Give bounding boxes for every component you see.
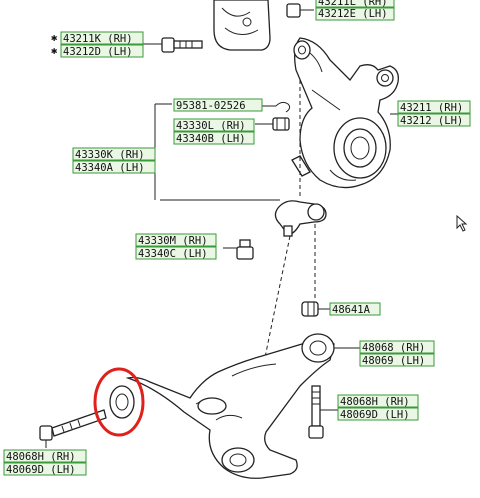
svg-text:48069D (LH): 48069D (LH): [6, 464, 76, 476]
svg-text:43211L (RH): 43211L (RH): [318, 0, 388, 8]
svg-text:43211K (RH): 43211K (RH): [63, 33, 133, 45]
label-95381: 95381-02526: [173, 98, 263, 112]
label-43211L: 43211L (RH): [315, 0, 395, 8]
svg-text:43330L (RH): 43330L (RH): [176, 120, 246, 132]
label-43211: 43211 (RH): [397, 100, 471, 114]
svg-text:43212E (LH): 43212E (LH): [318, 8, 388, 20]
svg-text:48068 (RH): 48068 (RH): [362, 342, 425, 354]
ball-joint-part: [160, 199, 327, 237]
label-48068H-right: 48068H (RH): [337, 394, 419, 408]
svg-text:48641A: 48641A: [332, 304, 371, 316]
svg-text:43330M (RH): 43330M (RH): [138, 235, 208, 247]
label-43330L: 43330L (RH): [173, 118, 255, 132]
front-bushing-part: [109, 385, 135, 419]
top-nut-part: [286, 3, 314, 18]
label-43212E: 43212E (LH): [315, 7, 395, 21]
mouse-pointer-icon: [456, 214, 468, 232]
label-43340B: 43340B (LH): [173, 131, 255, 145]
label-48069D-right: 48069D (LH): [337, 407, 419, 421]
label-43330M: 43330M (RH): [135, 233, 217, 247]
star-marker-1: ✱: [51, 32, 58, 44]
svg-text:48069D (LH): 48069D (LH): [340, 409, 410, 421]
label-48069: 48069 (LH): [359, 353, 435, 367]
upper-bracket-part: [213, 0, 271, 51]
label-48068H-left: 48068H (RH): [3, 449, 87, 463]
label-43212D: 43212D (LH): [60, 44, 144, 58]
alignment-line-2: [261, 235, 291, 373]
label-48068: 48068 (RH): [359, 340, 435, 354]
label-43340C: 43340C (LH): [135, 246, 217, 260]
label-48641A: 48641A: [329, 302, 381, 316]
svg-text:43340C (LH): 43340C (LH): [138, 248, 208, 260]
horizontal-bolt-part: [39, 409, 107, 448]
svg-text:48068H (RH): 48068H (RH): [340, 396, 410, 408]
label-48069D-left: 48069D (LH): [3, 462, 87, 476]
castle-nut-part: [255, 117, 290, 131]
label-43340A: 43340A (LH): [72, 160, 156, 174]
svg-text:43340B (LH): 43340B (LH): [176, 133, 246, 145]
svg-text:43340A (LH): 43340A (LH): [75, 162, 145, 174]
star-marker-2: ✱: [51, 45, 58, 57]
label-43211K: 43211K (RH): [60, 31, 144, 45]
svg-text:43212D (LH): 43212D (LH): [63, 46, 133, 58]
svg-text:43211 (RH): 43211 (RH): [400, 102, 463, 114]
svg-text:48068H (RH): 48068H (RH): [6, 451, 76, 463]
svg-text:48069 (LH): 48069 (LH): [362, 355, 425, 367]
svg-text:43330K (RH): 43330K (RH): [75, 149, 145, 161]
rear-bushing-part: [301, 333, 360, 363]
vertical-bolt-part: [308, 385, 338, 439]
lower-nut-part: [301, 301, 330, 317]
cotter-pin-part: [262, 101, 291, 113]
highlight-circle: [93, 367, 145, 437]
label-43212: 43212 (LH): [397, 113, 471, 127]
svg-text:43212 (LH): 43212 (LH): [400, 115, 463, 127]
svg-text:95381-02526: 95381-02526: [176, 100, 246, 112]
label-43330K: 43330K (RH): [72, 147, 156, 161]
upper-left-bolt-part: [142, 37, 203, 53]
steering-knuckle-part: [291, 37, 399, 189]
lower-control-arm-part: [125, 339, 335, 479]
ball-joint-bolt-part: [223, 239, 254, 260]
